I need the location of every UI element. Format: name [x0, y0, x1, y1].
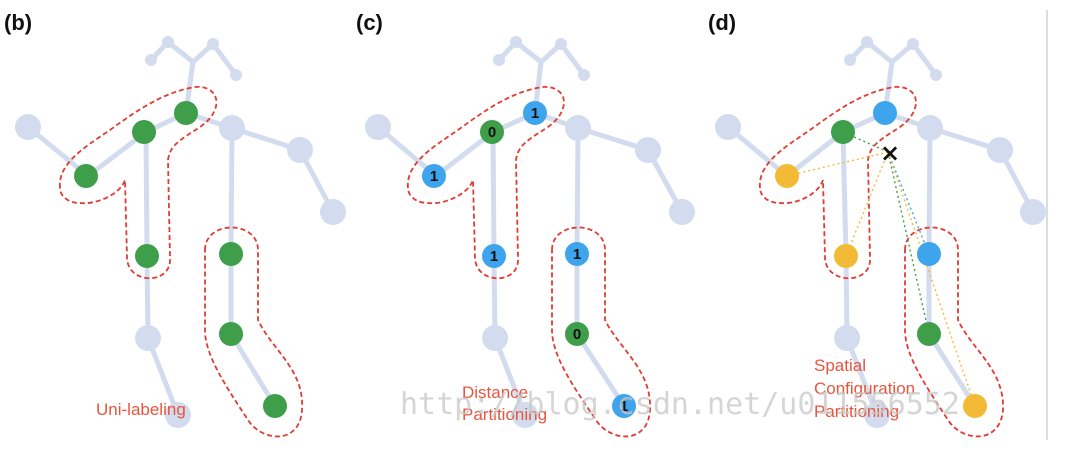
node-d-1: [873, 101, 897, 125]
node-b-1: [174, 101, 198, 125]
node-c-3-label: 1: [430, 168, 438, 185]
node-b-3: [74, 164, 98, 188]
caption-c-line-2: Partitioning: [462, 405, 547, 424]
node-c-4: [482, 244, 506, 268]
skeleton-b: [25, 39, 336, 418]
nodes-d: [775, 101, 987, 418]
node-b-2: [132, 120, 156, 144]
node-b-4: [135, 244, 159, 268]
caption-d-line-2: Configuration: [814, 379, 915, 398]
node-c-6-label: 0: [573, 326, 581, 343]
skeleton-joints-c: [365, 36, 695, 428]
node-d-5: [917, 242, 941, 266]
panel-c: (c): [356, 10, 695, 438]
skeleton-joints-b: [15, 36, 346, 428]
node-d-2: [831, 120, 855, 144]
caption-b: Uni-labeling: [96, 400, 186, 419]
panel-d-label: (d): [708, 10, 736, 35]
node-c-2: [480, 120, 504, 144]
node-c-4-label: 1: [490, 248, 498, 265]
node-c-7-label: 1: [620, 398, 628, 415]
skeleton-c: [375, 39, 685, 418]
outlines-d: [759, 86, 1004, 438]
node-d-4: [834, 244, 858, 268]
skeleton-joints-d: [715, 36, 1046, 428]
watermark-text: http://blog.csdn.net/u011556552: [400, 387, 960, 422]
node-c-5: [565, 242, 589, 266]
node-d-3: [775, 164, 799, 188]
center-cross-marker: ×: [880, 139, 900, 167]
node-b-5: [219, 242, 243, 266]
outlines-c: [407, 86, 651, 438]
caption-d-line-1: Spatial: [814, 356, 866, 375]
panel-d: (d): [708, 10, 1046, 438]
nodes-c: 1 0 1 1 1 0 1: [422, 101, 636, 418]
node-d-6: [917, 322, 941, 346]
caption-d-line-3: Partitioning: [814, 402, 899, 421]
node-c-5-label: 1: [573, 246, 581, 263]
outlines-b: [59, 86, 303, 438]
nodes-b: [74, 101, 287, 418]
node-d-7: [963, 394, 987, 418]
panel-b: (b): [4, 10, 346, 438]
node-b-6: [219, 322, 243, 346]
node-c-3: [422, 164, 446, 188]
node-c-2-label: 0: [488, 124, 496, 141]
node-c-1: [523, 101, 547, 125]
panel-c-label: (c): [356, 10, 383, 35]
node-c-1-label: 1: [531, 105, 539, 122]
node-c-6: [565, 322, 589, 346]
node-b-7: [263, 394, 287, 418]
panel-b-label: (b): [4, 10, 32, 35]
node-c-7: [612, 394, 636, 418]
caption-c-line-1: Distance: [462, 383, 528, 402]
skeleton-d: [725, 39, 1036, 418]
